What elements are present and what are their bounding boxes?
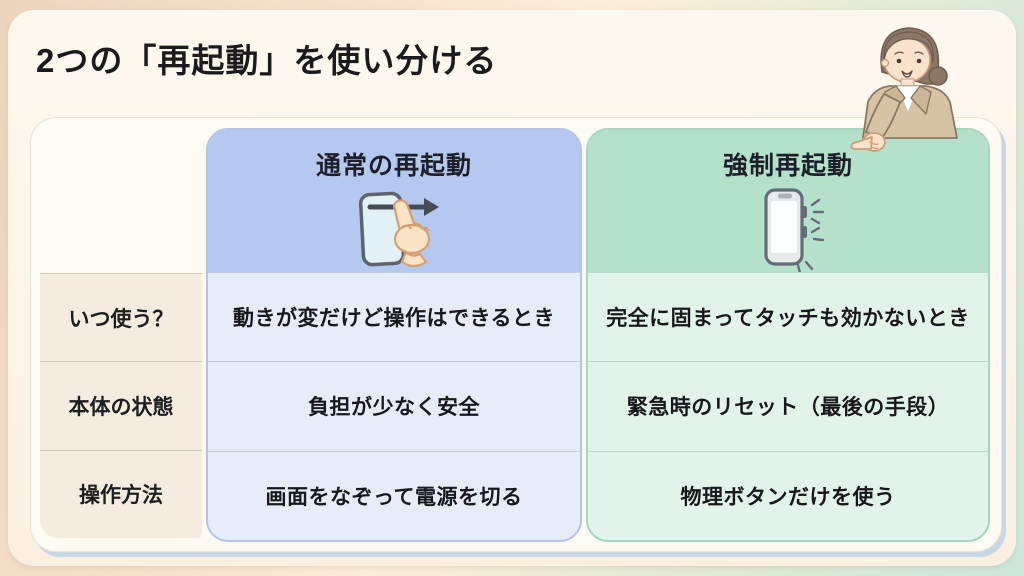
column-force-restart-title: 強制再起動 <box>722 152 853 180</box>
column-force-restart-header: 強制再起動 <box>588 130 988 272</box>
cell-normal-when: 動きが変だけど操作はできるとき <box>208 272 580 361</box>
slide-card: 2つの「再起動」を使い分ける いつ使う？ 本体の状態 操作方法 通常の再起動 <box>8 10 1016 566</box>
column-normal-restart-title: 通常の再起動 <box>315 152 472 180</box>
column-normal-restart: 通常の再起動 動 <box>206 128 582 542</box>
cell-normal-operation: 画面をなぞって電源を切る <box>208 450 580 540</box>
cell-force-when: 完全に固まってタッチも効かないとき <box>588 272 988 361</box>
page-title: 2つの「再起動」を使い分ける <box>36 42 498 79</box>
row-label-when: いつ使う？ <box>40 273 202 361</box>
phone-swipe-icon <box>358 191 439 268</box>
phone-side-buttons-icon <box>764 188 825 272</box>
row-label-column: いつ使う？ 本体の状態 操作方法 <box>40 273 202 538</box>
row-label-device-state: 本体の状態 <box>40 361 202 449</box>
cell-force-device-state: 緊急時のリセット（最後の手段） <box>588 361 988 450</box>
column-force-restart: 強制再起動 <box>586 128 990 542</box>
cell-normal-device-state: 負担が少なく安全 <box>208 361 580 450</box>
cell-force-operation: 物理ボタンだけを使う <box>588 450 988 540</box>
comparison-table: いつ使う？ 本体の状態 操作方法 通常の再起動 <box>30 117 1002 552</box>
column-normal-restart-header: 通常の再起動 <box>208 130 580 272</box>
row-label-operation: 操作方法 <box>40 449 202 538</box>
woman-pointing-illustration <box>850 27 958 152</box>
